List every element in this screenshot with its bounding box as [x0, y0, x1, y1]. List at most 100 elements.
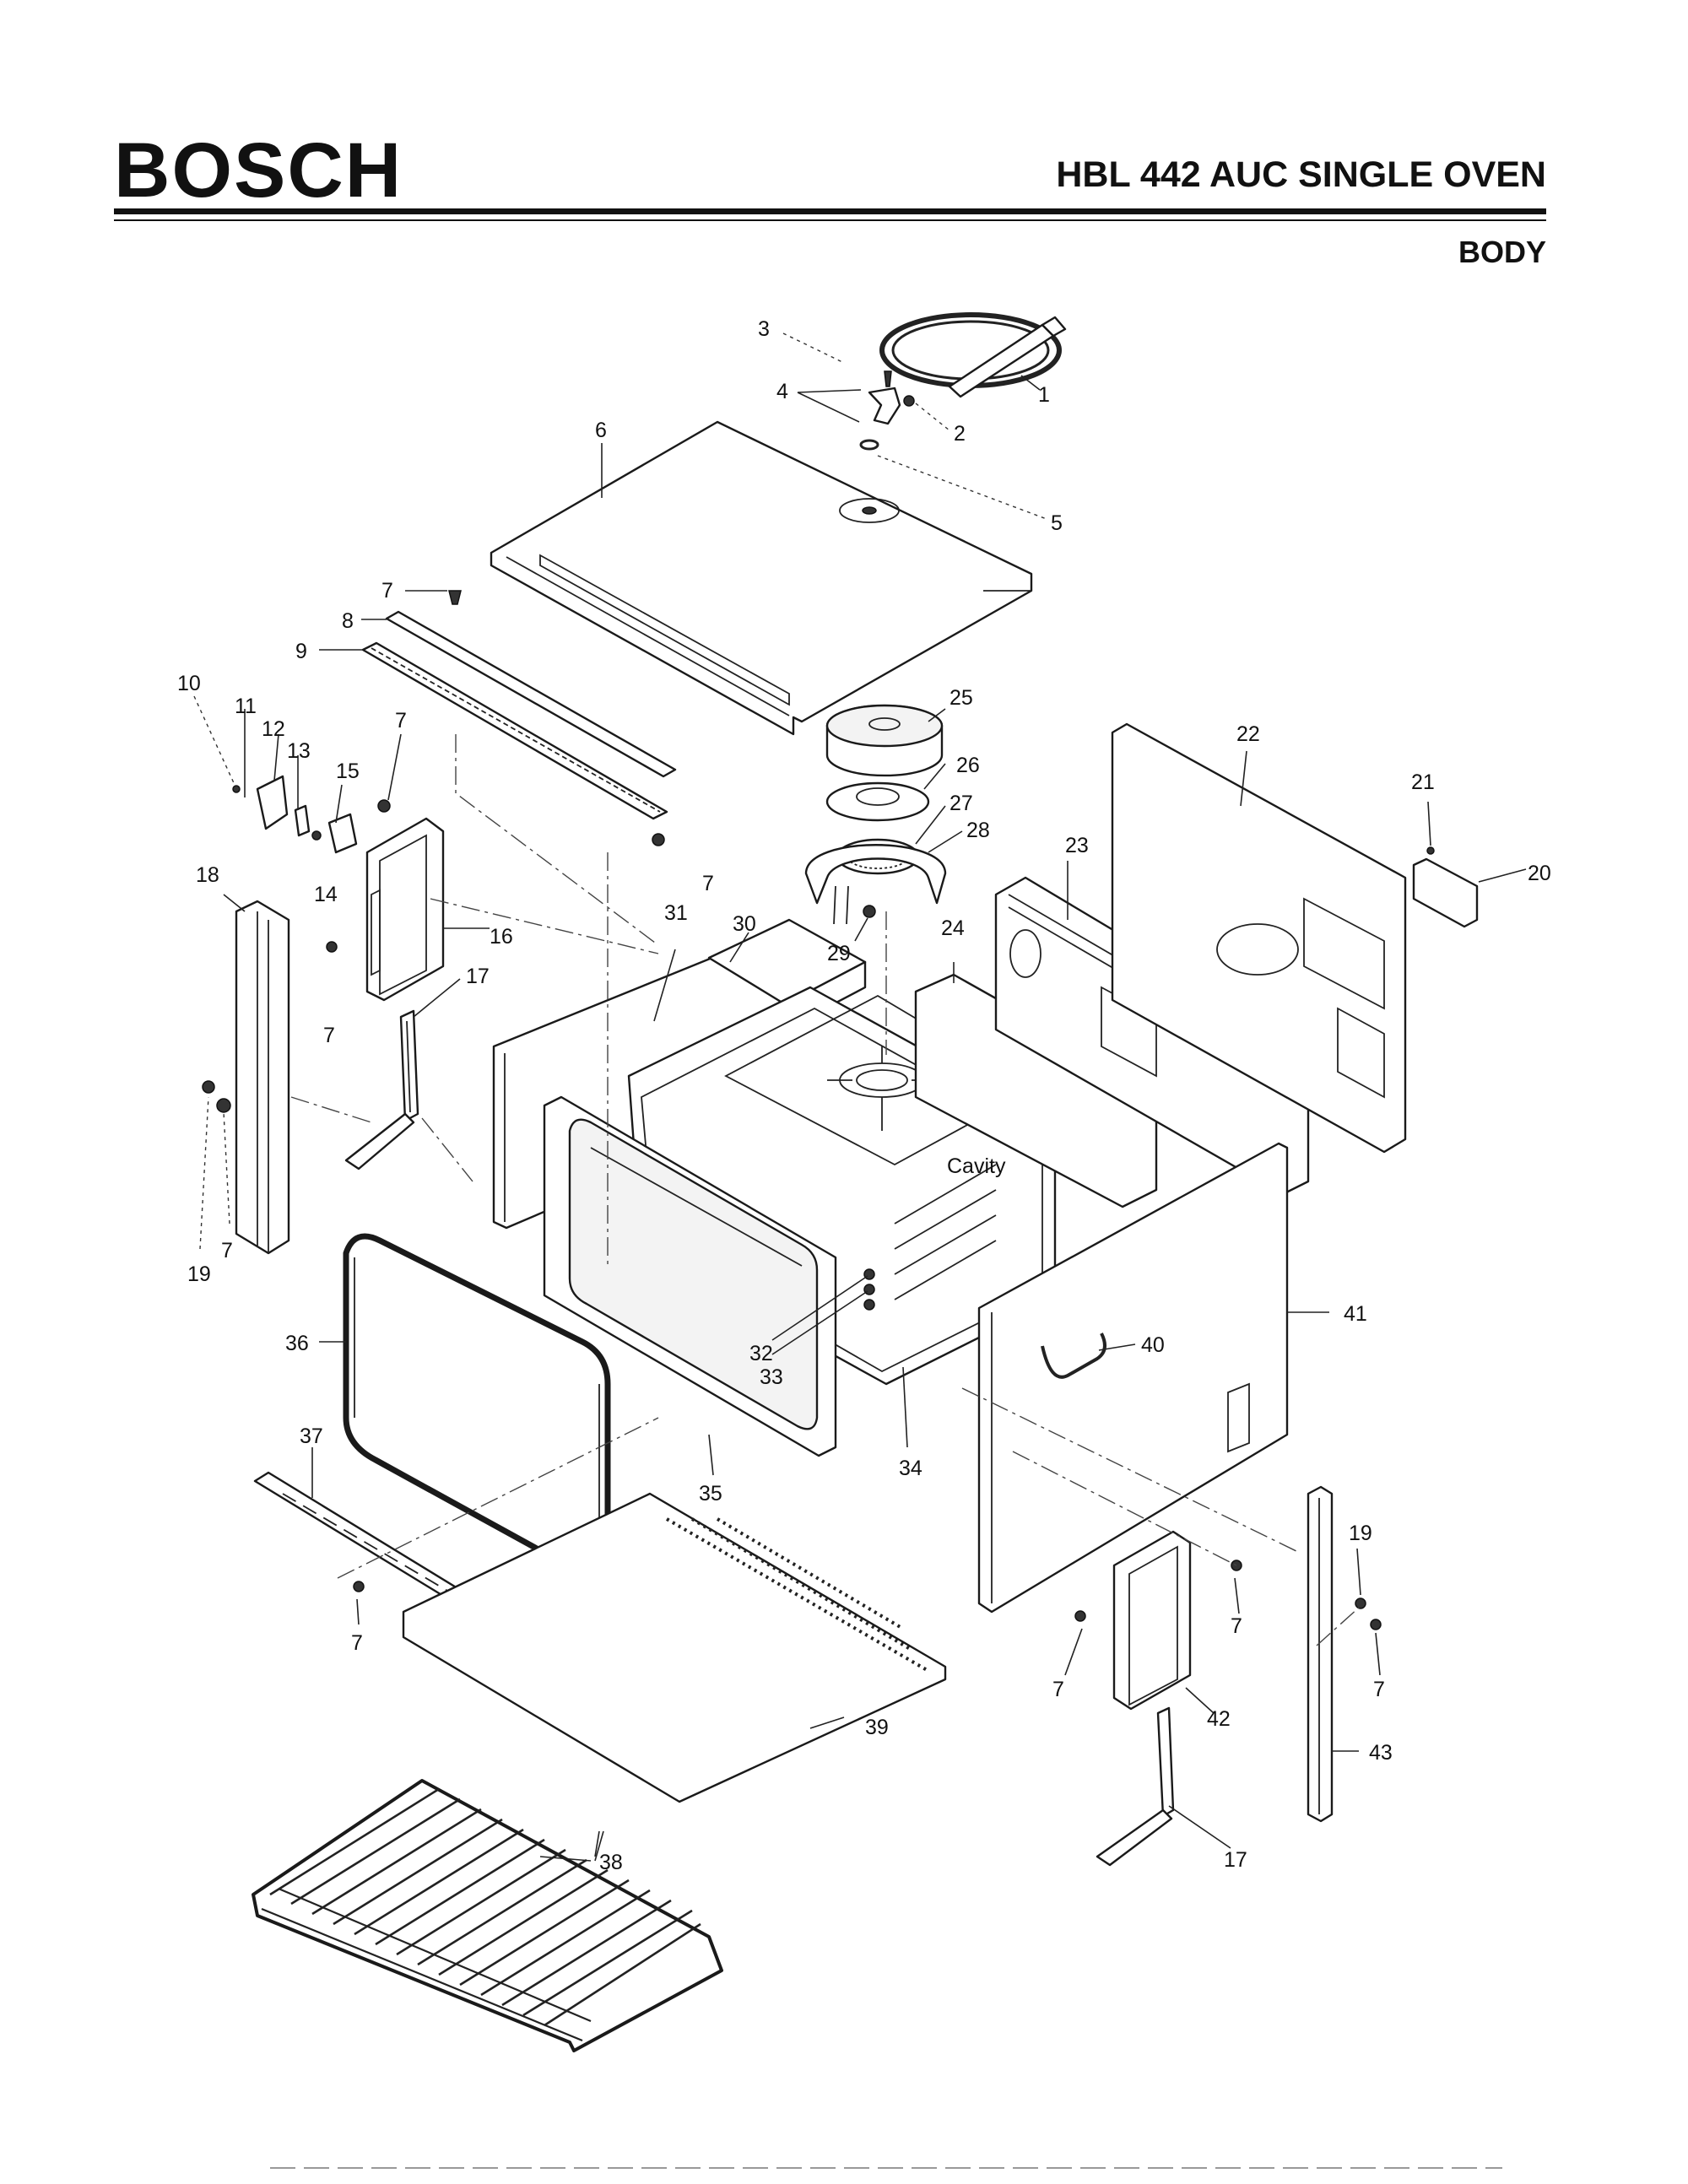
callout-7-f: 7: [351, 1631, 363, 1655]
part-18-side-rail: [235, 900, 290, 1255]
callout-1: 1: [1038, 383, 1050, 407]
part-38-rack: [252, 1779, 723, 2052]
part-7-screw-16: [326, 799, 391, 953]
part-12-switch: [256, 775, 289, 830]
part-32-33-screws: [863, 1268, 875, 1311]
part-40-wire: [1041, 1333, 1106, 1379]
callout-11: 11: [235, 695, 257, 718]
callout-38: 38: [599, 1851, 623, 1874]
callout-7-c: 7: [702, 872, 714, 895]
callout-14: 14: [314, 883, 338, 906]
callout-34: 34: [899, 1457, 922, 1480]
callout-35: 35: [699, 1482, 722, 1506]
part-19-screw-left: [202, 1080, 231, 1113]
part-25-motor: [825, 704, 944, 777]
callout-7-e: 7: [221, 1239, 233, 1262]
callout-30: 30: [733, 912, 756, 936]
callout-24: 24: [941, 916, 965, 940]
callout-31: 31: [664, 901, 688, 925]
part-9-rail: [361, 641, 668, 820]
part-39-bottom-panel: [402, 1492, 947, 1803]
callout-7-i: 7: [1373, 1678, 1385, 1701]
callout-10: 10: [177, 672, 201, 695]
callout-27: 27: [950, 792, 973, 815]
callout-17-b: 17: [1224, 1848, 1247, 1872]
part-26-plate: [825, 781, 930, 822]
callout-15: 15: [336, 760, 360, 783]
callout-7-h: 7: [1231, 1614, 1242, 1638]
callout-26: 26: [956, 754, 980, 777]
part-1-hose: [879, 312, 1067, 398]
leader-lines: [193, 332, 1527, 1862]
model-title: HBL 442 AUC SINGLE OVEN: [1056, 154, 1546, 195]
part-28-heating-element: [804, 844, 947, 925]
part-7-screw-37: [353, 1581, 365, 1592]
callout-9: 9: [295, 640, 307, 663]
callout-19-a: 19: [187, 1262, 211, 1286]
callout-20: 20: [1528, 862, 1551, 885]
callout-32: 32: [749, 1342, 773, 1365]
callout-28: 28: [966, 819, 990, 842]
part-7-screw-right: [652, 833, 665, 846]
part-15-cover: [327, 813, 358, 854]
callout-41: 41: [1344, 1302, 1367, 1326]
part-13-lamp: [294, 804, 311, 837]
callout-43: 43: [1369, 1741, 1393, 1765]
callout-numbers: 1 2 3 4 5 6 7 8 9 10 11 12 13 14 15 16 1…: [177, 317, 1551, 1874]
callout-42: 42: [1207, 1707, 1231, 1731]
callout-8: 8: [342, 609, 354, 633]
part-6-top-panel: [490, 420, 1033, 736]
callout-7-d: 7: [323, 1024, 335, 1047]
callout-21: 21: [1411, 770, 1435, 794]
callout-40: 40: [1141, 1333, 1165, 1357]
part-21-screw: [1426, 846, 1435, 855]
callout-19-b: 19: [1349, 1522, 1372, 1545]
callout-4: 4: [776, 380, 788, 403]
callout-39: 39: [865, 1716, 889, 1739]
callout-29: 29: [827, 942, 851, 965]
part-29-nut: [863, 905, 876, 918]
callout-3: 3: [758, 317, 770, 341]
callout-7-a: 7: [381, 579, 393, 603]
part-20-small-plate: [1412, 857, 1479, 928]
callout-23: 23: [1065, 834, 1089, 857]
part-3-screw: [884, 370, 892, 387]
part-43-side-rail: [1307, 1485, 1334, 1823]
callout-13: 13: [287, 739, 311, 763]
part-17-hinge-left: [344, 1009, 419, 1170]
part-7-screw-top: [448, 590, 462, 605]
callout-7-g: 7: [1052, 1678, 1064, 1701]
callout-12: 12: [262, 717, 285, 741]
callout-17-a: 17: [466, 965, 490, 988]
callout-33: 33: [760, 1365, 783, 1389]
part-35-front-frame: [543, 1095, 837, 1457]
cavity-label: Cavity: [947, 1154, 1006, 1178]
part-42-bracket: [1112, 1530, 1192, 1711]
part-2-fitting: [903, 395, 915, 407]
part-19-screw-right: [1355, 1597, 1382, 1630]
header-rule-thin: [114, 219, 1546, 221]
callout-36: 36: [285, 1332, 309, 1355]
section-title: BODY: [1458, 235, 1546, 269]
callout-25: 25: [950, 686, 973, 710]
assembly-guide-lines: [290, 734, 1360, 1646]
brand-logo: BOSCH: [114, 127, 403, 214]
callout-37: 37: [300, 1424, 323, 1448]
callout-7-b: 7: [395, 709, 407, 733]
header-rule: [114, 208, 1546, 214]
part-16-bracket: [365, 817, 445, 1002]
callout-5: 5: [1051, 511, 1063, 535]
part-41-side-panel: [977, 1142, 1289, 1614]
callout-18: 18: [196, 863, 219, 887]
callout-6: 6: [595, 419, 607, 442]
part-4-elbow: [868, 387, 901, 425]
part-17-hinge-right: [1096, 1706, 1175, 1867]
callout-2: 2: [954, 422, 966, 446]
part-10-screw: [232, 785, 241, 793]
scan-edge-line: [270, 2167, 1502, 2169]
part-8-strip: [385, 610, 677, 778]
part-5-washer: [859, 439, 879, 451]
part-14-clip: [311, 830, 322, 841]
callout-22: 22: [1236, 722, 1260, 746]
